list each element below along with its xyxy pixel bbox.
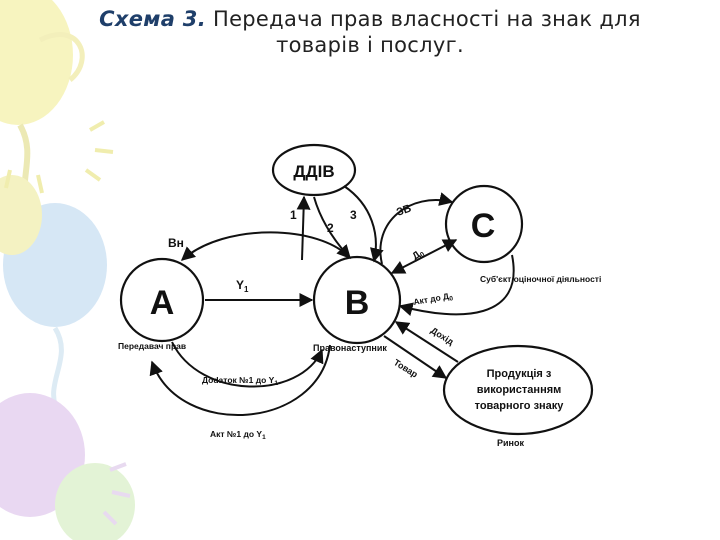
sparkle-rays: [4, 120, 114, 194]
node-ddiv: ДДІВ: [271, 143, 357, 197]
node-a: А: [119, 257, 205, 343]
balloon-yellow-top: [0, 0, 73, 125]
label-act-d0: Акт до Д0: [413, 290, 454, 309]
node-product: Продукція з використанням товарного знак…: [442, 344, 594, 436]
node-product-line-3: товарного знаку: [475, 400, 565, 412]
edge-income-to-b: [394, 321, 459, 363]
node-c-label: С: [471, 207, 496, 245]
title-lead: Схема 3.: [99, 7, 206, 31]
edge-goods-to-product: [383, 335, 448, 379]
edge-b-to-c-zv: [379, 192, 454, 265]
label-successor: Правонаступник: [313, 343, 387, 353]
edge-1-to-ddiv: [296, 195, 311, 261]
label-transferor: Передавач прав: [118, 341, 186, 351]
edge-d0-bidirectional: [390, 239, 458, 274]
slide-title: Схема 3. Передача прав власності на знак…: [40, 6, 700, 58]
edge-act-to-b: [398, 254, 515, 317]
label-2: 2: [327, 221, 334, 235]
balloon-yellow-mid: [0, 175, 42, 255]
label-zv: ЗВ: [395, 202, 413, 218]
label-addendum: Доdаток №1 до Y1: [202, 375, 278, 387]
label-d0: Д0: [410, 247, 426, 263]
label-vn: Вн: [168, 236, 184, 250]
node-b: В: [312, 255, 402, 345]
swirl: [38, 32, 85, 82]
node-product-line-2: використанням: [477, 384, 562, 396]
edge-act1-to-a: [149, 344, 331, 416]
sparkle-rays: [102, 462, 131, 526]
label-income: Дохід: [429, 325, 456, 347]
label-market: Ринок: [497, 438, 524, 448]
node-c: С: [444, 184, 524, 264]
title-line-2: товарів і послуг.: [276, 33, 464, 57]
title-line-1: Передача прав власності на знак для: [212, 7, 641, 31]
edge-2-ddiv-to-b: [313, 196, 351, 260]
edge-b-to-a-vn: [180, 231, 351, 261]
edge-3-ddiv-to-b: [343, 185, 384, 263]
label-y1: Y1: [236, 278, 249, 294]
edge-addendum-to-b: [171, 341, 324, 388]
label-1: 1: [290, 208, 297, 222]
node-a-label: А: [150, 284, 175, 322]
node-ddiv-label: ДДІВ: [293, 162, 334, 181]
label-3: 3: [350, 208, 357, 222]
label-goods: Товар: [392, 357, 420, 380]
label-act1: Акт №1 до Y1: [210, 429, 266, 441]
label-evaluator: Суб'єкт оціночної діяльності: [480, 274, 601, 284]
node-product-line-1: Продукція з: [487, 368, 552, 380]
node-b-label: В: [345, 284, 370, 322]
